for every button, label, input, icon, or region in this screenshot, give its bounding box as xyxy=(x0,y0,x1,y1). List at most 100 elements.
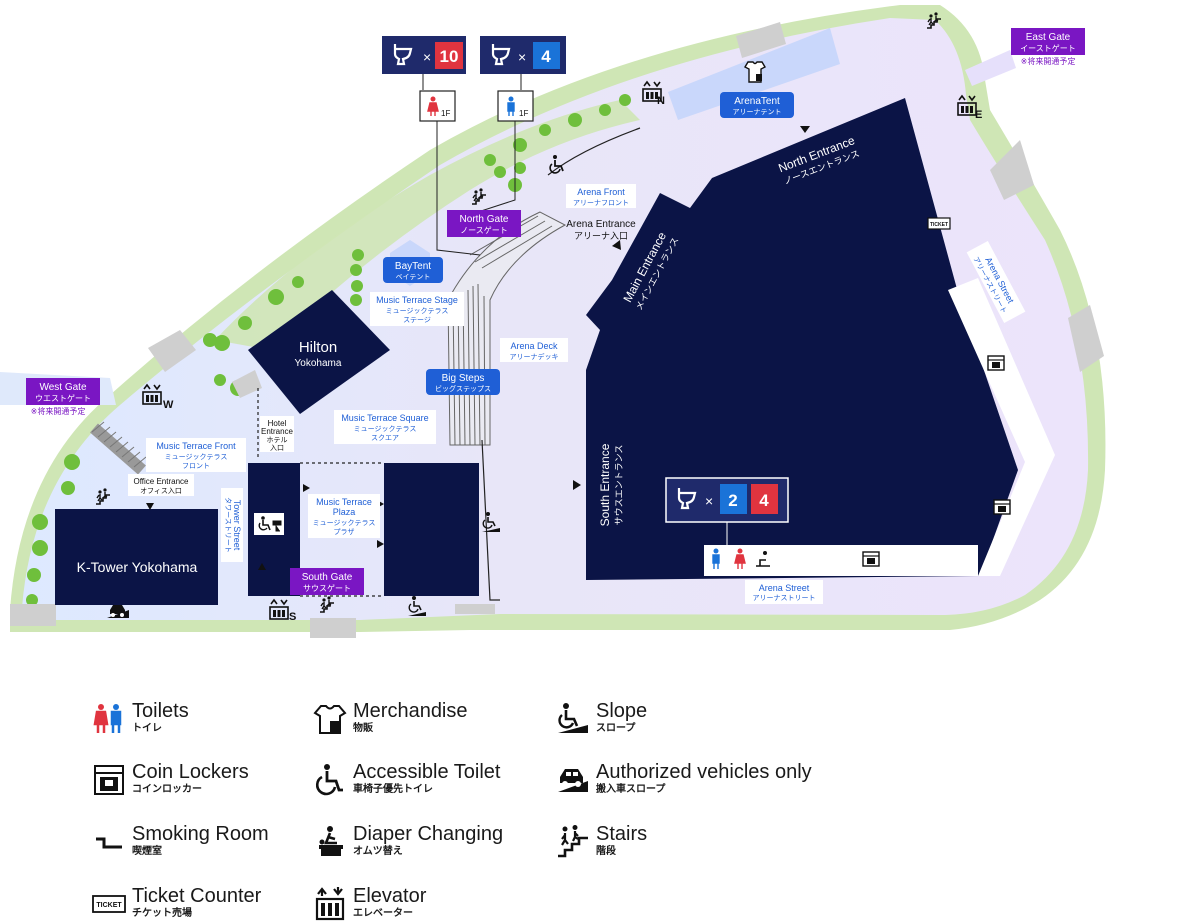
legend-label: Elevator xyxy=(353,885,427,907)
arena-tent-label[interactable]: ArenaTent アリーナテント xyxy=(720,92,794,118)
west-gate-note: ※将来開通予定 xyxy=(31,406,86,416)
north-edge-line xyxy=(547,127,641,176)
svg-text:ステージ: ステージ xyxy=(403,316,431,324)
arena-street-bottom-label: Arena Street アリーナストリート xyxy=(745,580,823,604)
arena-street-right xyxy=(948,278,1055,576)
hilton-building xyxy=(248,290,390,414)
svg-text:入口: 入口 xyxy=(270,444,284,452)
toilets-icon xyxy=(93,704,122,733)
svg-text:ArenaTent: ArenaTent xyxy=(734,96,780,107)
east-gate-path xyxy=(965,50,1016,86)
east-gate[interactable]: East Gate イーストゲート ※将来開通予定 xyxy=(1011,28,1085,66)
slope-icon xyxy=(558,703,588,733)
coin-lockers-icon xyxy=(862,551,880,567)
svg-text:ノースゲート: ノースゲート xyxy=(460,225,508,235)
svg-text:ビッグステップス: ビッグステップス xyxy=(435,384,491,393)
svg-text:Hotel: Hotel xyxy=(268,419,287,428)
svg-text:North Gate: North Gate xyxy=(460,214,509,225)
elevator-letter-n: N xyxy=(657,95,665,107)
elevator-icon xyxy=(315,887,345,921)
legend-label: Toilets xyxy=(132,700,189,722)
svg-text:South Entrance: South Entrance xyxy=(598,443,612,526)
vehicles-icon xyxy=(107,605,129,618)
toilet-badge-south[interactable]: × 2 4 xyxy=(665,477,789,523)
ticket-icon: TICKET xyxy=(92,895,126,913)
south-toilet-icons xyxy=(704,545,778,576)
elevator-letter-s: S xyxy=(289,611,296,623)
music-terrace-front-label: Music Terrace Front ミュージックテラス フロント xyxy=(146,438,246,472)
office-entrance-label: Office Entrance オフィス入口 xyxy=(128,474,194,496)
svg-text:アリーナ入口: アリーナ入口 xyxy=(574,231,628,241)
legend-label: Smoking Room xyxy=(132,823,269,845)
arena-entrance-label: Arena Entrance アリーナ入口 xyxy=(566,219,636,241)
merchandise-icon xyxy=(744,61,766,83)
svg-text:タワーストリート: タワーストリート xyxy=(224,497,233,553)
ktower-building xyxy=(55,509,218,605)
svg-text:プラザ: プラザ xyxy=(334,528,355,536)
svg-text:1F: 1F xyxy=(441,109,450,118)
svg-text:ウエストゲート: ウエストゲート xyxy=(35,393,91,403)
music-terrace-square-label: Music Terrace Square ミュージックテラス スクエア xyxy=(334,410,436,444)
coin-lockers-icon xyxy=(987,355,1005,371)
arena-deck-outline xyxy=(481,439,500,601)
svg-text:ミュージックテラス: ミュージックテラス xyxy=(165,453,228,461)
ticket-icon: TICKET xyxy=(927,217,951,230)
svg-text:TICKET: TICKET xyxy=(930,222,948,228)
svg-text:Music Terrace: Music Terrace xyxy=(316,497,372,507)
svg-text:アリーナデッキ: アリーナデッキ xyxy=(510,352,559,361)
big-steps-label[interactable]: Big Steps ビッグステップス xyxy=(426,369,500,395)
svg-text:Arena Front: Arena Front xyxy=(577,187,625,197)
ktower-label: K-Tower Yokohama xyxy=(77,559,198,575)
svg-text:Tower Street: Tower Street xyxy=(232,500,242,551)
svg-text:Big Steps: Big Steps xyxy=(442,373,485,384)
vehicles-icon xyxy=(558,769,588,792)
green-garden xyxy=(215,100,640,350)
trees xyxy=(26,94,631,606)
bay-tent-label[interactable]: BayTent ベイテント xyxy=(383,257,443,283)
west-gate[interactable]: West Gate ウエストゲート ※将来開通予定 xyxy=(26,378,100,416)
east-gate-note: ※将来開通予定 xyxy=(1021,56,1076,66)
south-gate[interactable]: South Gate サウスゲート xyxy=(290,568,364,595)
stairs-icon xyxy=(558,825,588,858)
svg-text:Yokohama: Yokohama xyxy=(295,358,342,369)
legend-sublabel: エレベーター xyxy=(353,908,413,919)
legend-sublabel: 車椅子優先トイレ xyxy=(353,784,433,795)
walkways xyxy=(10,22,1104,638)
svg-text:フロント: フロント xyxy=(182,462,210,470)
toilet-badge-men[interactable]: × 4 xyxy=(480,36,566,74)
legend-sublabel: 搬入車スロープ xyxy=(596,784,666,795)
svg-text:4: 4 xyxy=(759,491,769,510)
legend-sublabel: トイレ xyxy=(132,723,162,734)
elevator-letter-w: W xyxy=(163,399,174,411)
diaper-icon xyxy=(319,826,343,856)
svg-text:4: 4 xyxy=(541,47,551,66)
svg-text:ミュージックテラス: ミュージックテラス xyxy=(354,425,417,433)
hilton-label: Hilton Yokohama xyxy=(295,339,342,369)
west-steps xyxy=(90,421,147,475)
north-gate[interactable]: North Gate ノースゲート xyxy=(447,210,521,237)
svg-text:×: × xyxy=(705,493,713,509)
svg-text:South Gate: South Gate xyxy=(302,572,353,583)
svg-text:West Gate: West Gate xyxy=(39,382,86,393)
arena-front-label: Arena Front アリーナフロント xyxy=(566,184,636,208)
music-terrace-stage-label: Music Terrace Stage ミュージックテラス ステージ xyxy=(370,292,464,326)
svg-text:BayTent: BayTent xyxy=(395,261,431,272)
svg-text:イーストゲート: イーストゲート xyxy=(1020,43,1076,53)
svg-text:アリーナフロント: アリーナフロント xyxy=(573,199,629,207)
legend-label: Slope xyxy=(596,700,648,722)
plaza-building xyxy=(384,463,479,596)
legend-sublabel: 階段 xyxy=(596,846,616,857)
legend-label: Coin Lockers xyxy=(132,761,249,783)
hotel-entrance-label: Hotel Entrance ホテル 入口 xyxy=(260,416,294,452)
legend-label: Ticket Counter xyxy=(132,885,262,907)
toilet-badge-women[interactable]: × 10 xyxy=(382,36,466,74)
svg-text:Music Terrace Square: Music Terrace Square xyxy=(341,413,428,423)
dashed-paths xyxy=(257,388,384,597)
